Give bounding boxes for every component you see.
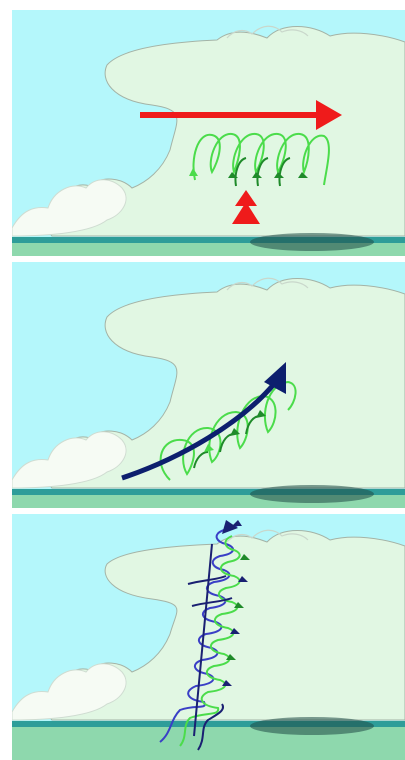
rain-shaft [250, 485, 374, 503]
cumulonimbus-cloud [12, 529, 405, 721]
cumulonimbus-cloud [12, 277, 405, 489]
panel-vertical-rotation [12, 514, 405, 760]
wind-shear-arrow [140, 100, 342, 130]
updraft-arrow [232, 190, 260, 224]
cumulus-tower [12, 431, 127, 489]
cumulus-tower [12, 663, 127, 721]
cumulonimbus-cloud [12, 25, 405, 237]
vertical-helix-arrows [159, 520, 250, 751]
ground-band [12, 237, 405, 243]
ground-band [12, 489, 405, 495]
ground-band [12, 721, 405, 727]
cumulus-tower [12, 179, 127, 237]
panel-tilting-vorticity [12, 262, 405, 508]
vertical-axis-arrow [193, 520, 238, 737]
panel-horizontal-vorticity [12, 10, 405, 256]
horizontal-vortex-coils [189, 132, 330, 187]
rain-shaft [250, 717, 374, 735]
rain-shaft [250, 233, 374, 251]
tilted-vortex-coils [159, 380, 297, 481]
tilted-axis-arrow [121, 362, 286, 481]
